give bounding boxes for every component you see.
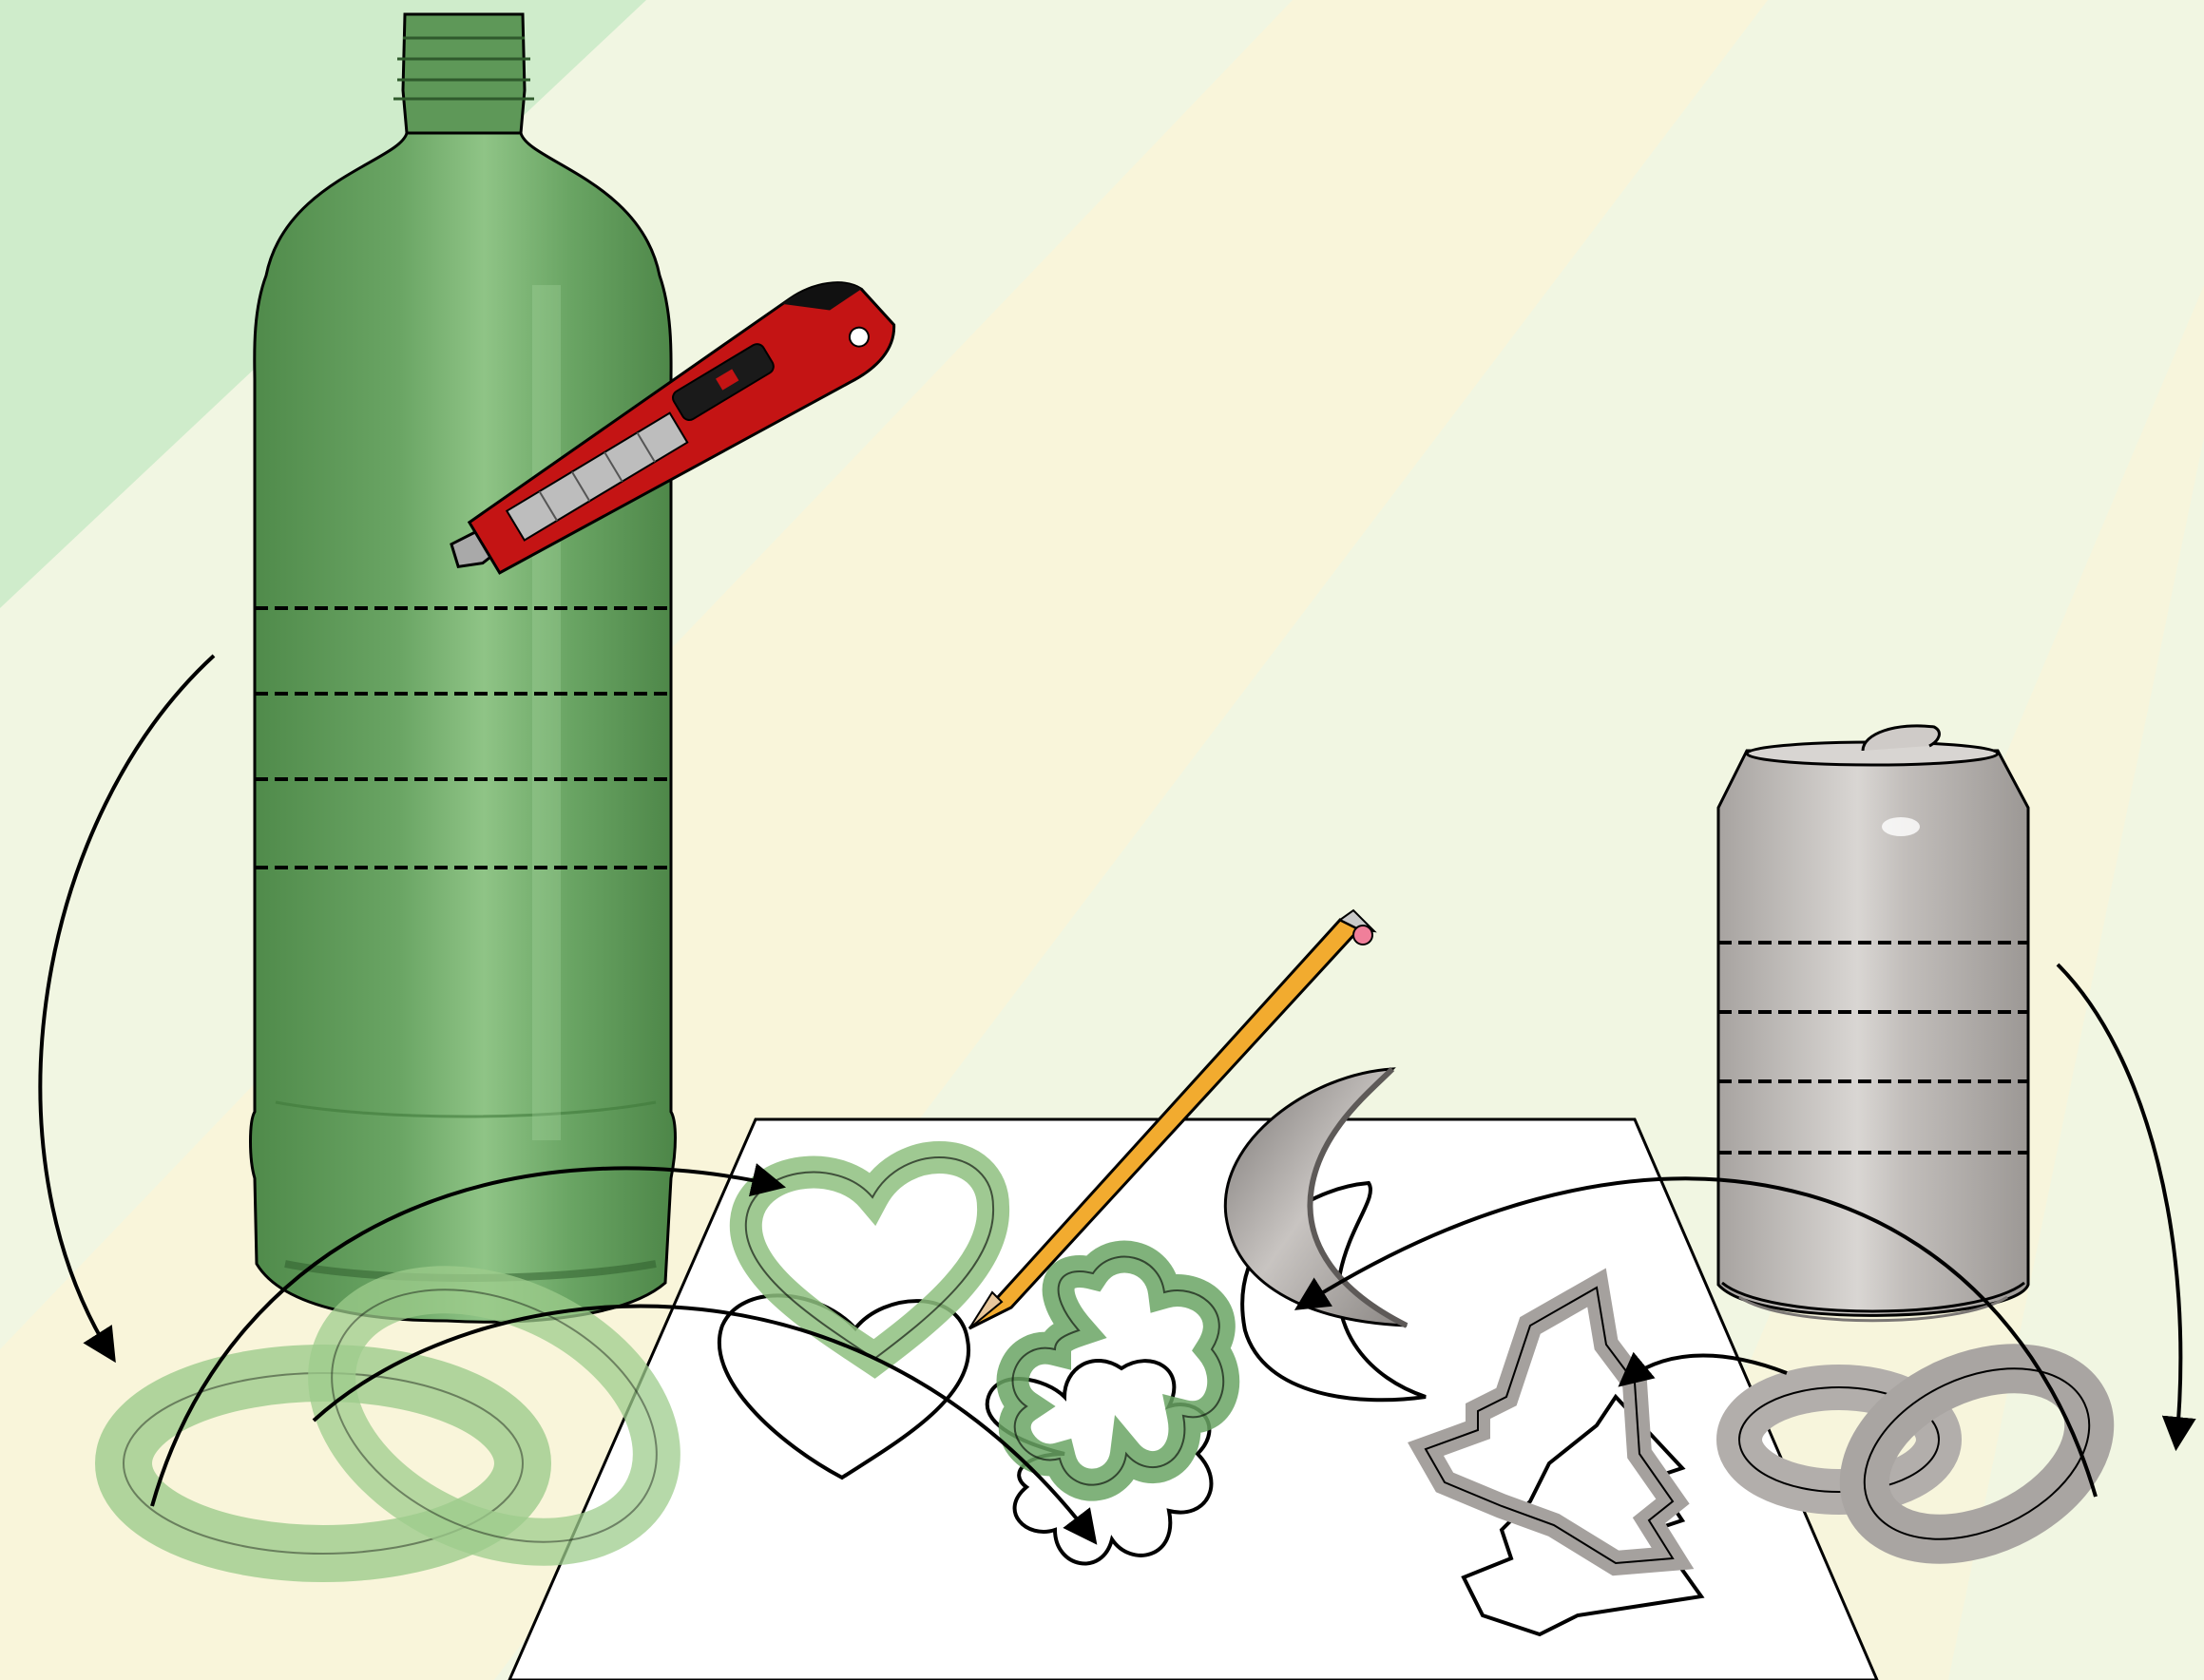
aluminum-can xyxy=(1718,726,2028,1321)
plastic-bottle xyxy=(251,14,676,1322)
